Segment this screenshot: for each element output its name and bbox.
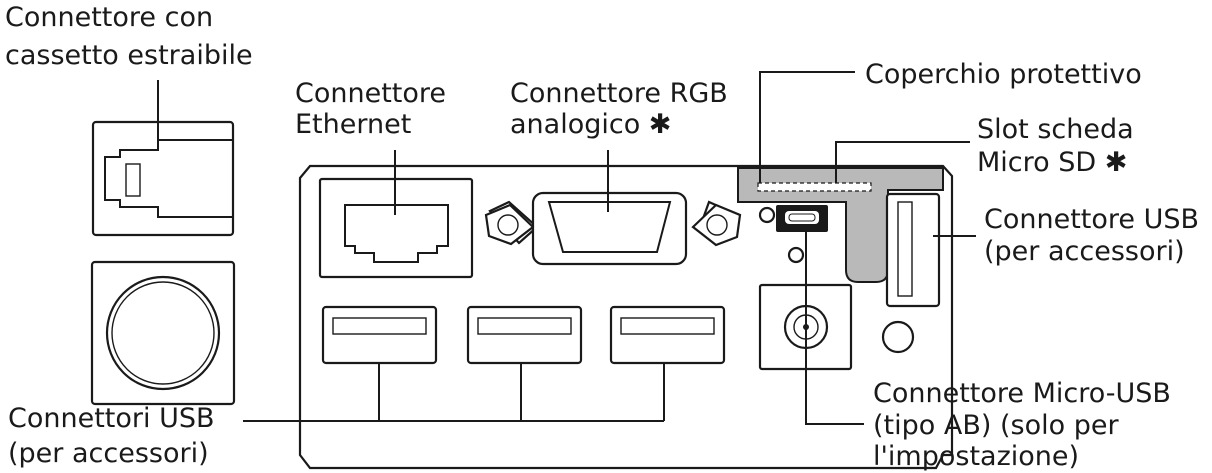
usb-port-1 (321, 305, 438, 365)
micro-usb-port (776, 205, 828, 232)
label-usb-right-line1: Connettore USB (984, 204, 1199, 235)
label-sd-line2: Micro SD ✱ (977, 147, 1127, 178)
label-ethernet-line1: Connettore (295, 78, 446, 109)
led-hole-bottom (787, 246, 805, 264)
label-drawer-line1: Connettore con (5, 2, 213, 33)
label-drawer-line2: cassetto estraibile (5, 40, 253, 71)
label-micro-usb-line2: (tipo AB) (solo per (873, 410, 1119, 441)
label-cover: Coperchio protettivo (865, 59, 1142, 90)
label-micro-usb-line1: Connettore Micro-USB (873, 378, 1171, 409)
led-hole-top (758, 206, 776, 224)
usb-port-right (885, 192, 941, 308)
rgb-port (484, 191, 742, 266)
round-socket (90, 260, 236, 406)
label-sd-line1: Slot scheda (977, 114, 1134, 145)
leader-lines (157, 71, 976, 425)
label-usb-right-line2: (per accessori) (984, 236, 1185, 267)
label-rgb-line2: analogico ✱ (510, 109, 671, 140)
label-micro-usb-line3: l'impostazione) (873, 441, 1079, 472)
label-rgb-line1: Connettore RGB (510, 78, 728, 109)
label-usb-bottom-line1: Connettori USB (8, 403, 215, 434)
label-usb-bottom-line2: (per accessori) (8, 438, 209, 469)
usb-port-3 (609, 305, 726, 365)
round-hole (881, 320, 915, 354)
drawer-connector (91, 120, 235, 237)
micro-sd-slot (757, 182, 872, 192)
ethernet-port (318, 177, 474, 279)
label-ethernet-line2: Ethernet (295, 109, 411, 140)
usb-port-2 (466, 305, 583, 365)
